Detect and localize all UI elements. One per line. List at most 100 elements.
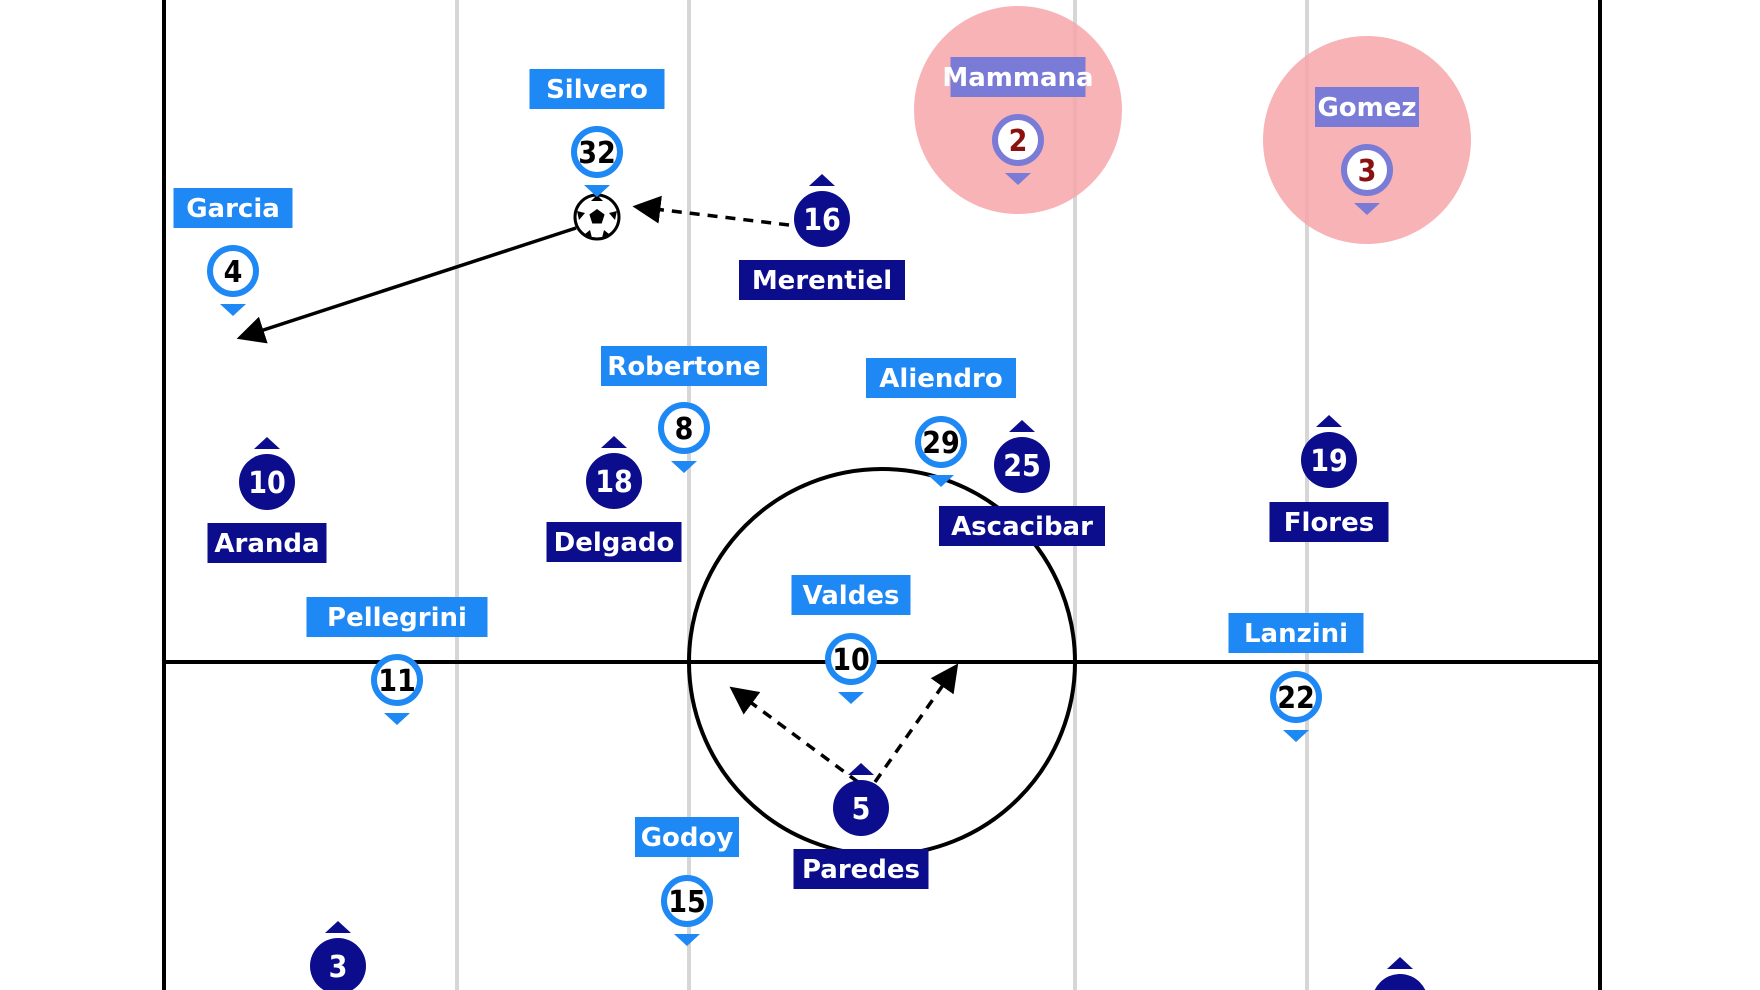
run-arrow bbox=[729, 686, 860, 784]
direction-pointer-icon bbox=[384, 713, 410, 725]
player-name-badge bbox=[793, 849, 929, 889]
player-disc bbox=[825, 633, 877, 685]
player-number: 10 bbox=[248, 466, 286, 501]
player-marker-paredes[interactable]: Paredes 5 bbox=[793, 763, 929, 889]
player-marker-aliendro[interactable]: Aliendro 29 bbox=[866, 358, 1016, 487]
direction-pointer-icon bbox=[254, 437, 280, 449]
player-number: 8 bbox=[675, 412, 694, 447]
player-name: Aranda bbox=[214, 529, 319, 559]
player-disc bbox=[794, 191, 850, 247]
player-name: Godoy bbox=[641, 823, 734, 853]
player-disc bbox=[1270, 671, 1322, 723]
player-name-badge bbox=[173, 188, 293, 228]
player-marker-lanzini[interactable]: Lanzini 22 bbox=[1228, 613, 1364, 742]
direction-pointer-icon bbox=[1009, 420, 1035, 432]
pass-arrow bbox=[236, 226, 577, 344]
player-name: Silvero bbox=[546, 75, 648, 105]
player-disc bbox=[310, 938, 366, 990]
player-name-badge bbox=[939, 506, 1105, 546]
player-number: 18 bbox=[595, 465, 633, 500]
direction-pointer-icon bbox=[220, 304, 246, 316]
player-marker-pellegrini[interactable]: Pellegrini 11 bbox=[306, 597, 488, 725]
player-name-badge bbox=[635, 817, 739, 857]
player-disc bbox=[239, 454, 295, 510]
run-arrow bbox=[632, 195, 790, 227]
player-number: 25 bbox=[1003, 449, 1041, 484]
player-name: Delgado bbox=[554, 528, 675, 558]
player-name-badge bbox=[739, 260, 905, 300]
player-name-badge bbox=[306, 597, 488, 637]
direction-pointer-icon bbox=[809, 174, 835, 186]
player-name-badge bbox=[207, 523, 327, 563]
direction-pointer-icon bbox=[1005, 173, 1031, 185]
player-disc bbox=[1341, 144, 1393, 196]
player-disc bbox=[207, 245, 259, 297]
player-number: 10 bbox=[832, 643, 870, 678]
player-name: Valdes bbox=[803, 581, 900, 611]
player-number: 15 bbox=[668, 885, 706, 920]
player-number: 4 bbox=[224, 255, 243, 290]
player-name: Mammana bbox=[942, 63, 1093, 93]
player-name-badge bbox=[546, 522, 682, 562]
player-marker-silvero[interactable]: Silvero 32 bbox=[529, 69, 665, 197]
player-name: Aliendro bbox=[879, 364, 1002, 394]
player-name-badge bbox=[601, 346, 767, 386]
player-number: 2 bbox=[1009, 124, 1028, 159]
player-disc bbox=[586, 453, 642, 509]
direction-pointer-icon bbox=[848, 763, 874, 775]
player-name: Pellegrini bbox=[327, 603, 467, 633]
player-disc bbox=[658, 402, 710, 454]
player-name: Paredes bbox=[802, 855, 920, 885]
player-disc bbox=[1374, 974, 1426, 990]
direction-pointer-icon bbox=[1387, 957, 1413, 969]
player-number: 29 bbox=[922, 426, 960, 461]
player-marker-aranda[interactable]: Aranda 10 bbox=[207, 437, 327, 563]
player-name: Ascacibar bbox=[951, 512, 1093, 542]
player-marker-ascacibar[interactable]: Ascacibar 25 bbox=[939, 420, 1105, 546]
player-marker-away-3[interactable]: 3 bbox=[310, 921, 366, 990]
direction-pointer-icon bbox=[1354, 203, 1380, 215]
player-number: 3 bbox=[1358, 154, 1377, 189]
player-marker-godoy[interactable]: Godoy 15 bbox=[635, 817, 739, 946]
player-disc bbox=[833, 780, 889, 836]
player-number: 3 bbox=[329, 950, 348, 985]
direction-pointer-icon bbox=[1316, 415, 1342, 427]
player-marker-delgado[interactable]: Delgado 18 bbox=[546, 436, 682, 562]
player-disc bbox=[994, 437, 1050, 493]
player-name-badge bbox=[1228, 613, 1364, 653]
player-name-badge bbox=[1315, 87, 1419, 127]
player-marker-mammana[interactable]: Mammana 2 bbox=[942, 57, 1094, 185]
player-disc bbox=[661, 875, 713, 927]
player-marker-garcia[interactable]: Garcia 4 bbox=[173, 188, 293, 316]
player-number: 22 bbox=[1277, 681, 1315, 716]
player-disc bbox=[571, 126, 623, 178]
player-name-badge bbox=[791, 575, 911, 615]
player-number: 5 bbox=[852, 792, 871, 827]
direction-pointer-icon bbox=[1283, 730, 1309, 742]
player-number: 11 bbox=[378, 664, 416, 699]
player-number: 16 bbox=[803, 203, 841, 238]
direction-pointer-icon bbox=[928, 475, 954, 487]
player-name: Lanzini bbox=[1244, 619, 1348, 649]
soccer-ball-icon bbox=[573, 193, 621, 241]
player-marker-merentiel[interactable]: Merentiel 16 bbox=[739, 174, 905, 300]
player-name: Flores bbox=[1284, 508, 1374, 538]
player-name-badge bbox=[866, 358, 1016, 398]
player-name: Garcia bbox=[186, 194, 280, 224]
player-number: 32 bbox=[578, 136, 616, 171]
player-disc bbox=[915, 416, 967, 468]
player-disc bbox=[371, 654, 423, 706]
direction-pointer-icon bbox=[601, 436, 627, 448]
movement-arrows bbox=[236, 195, 959, 784]
player-name-badge bbox=[1269, 502, 1389, 542]
direction-pointer-icon bbox=[325, 921, 351, 933]
player-disc bbox=[992, 114, 1044, 166]
player-disc bbox=[1301, 432, 1357, 488]
player-marker-away-partial[interactable] bbox=[1372, 957, 1428, 990]
player-marker-valdes[interactable]: Valdes 10 bbox=[791, 575, 911, 704]
player-name: Merentiel bbox=[752, 266, 892, 296]
